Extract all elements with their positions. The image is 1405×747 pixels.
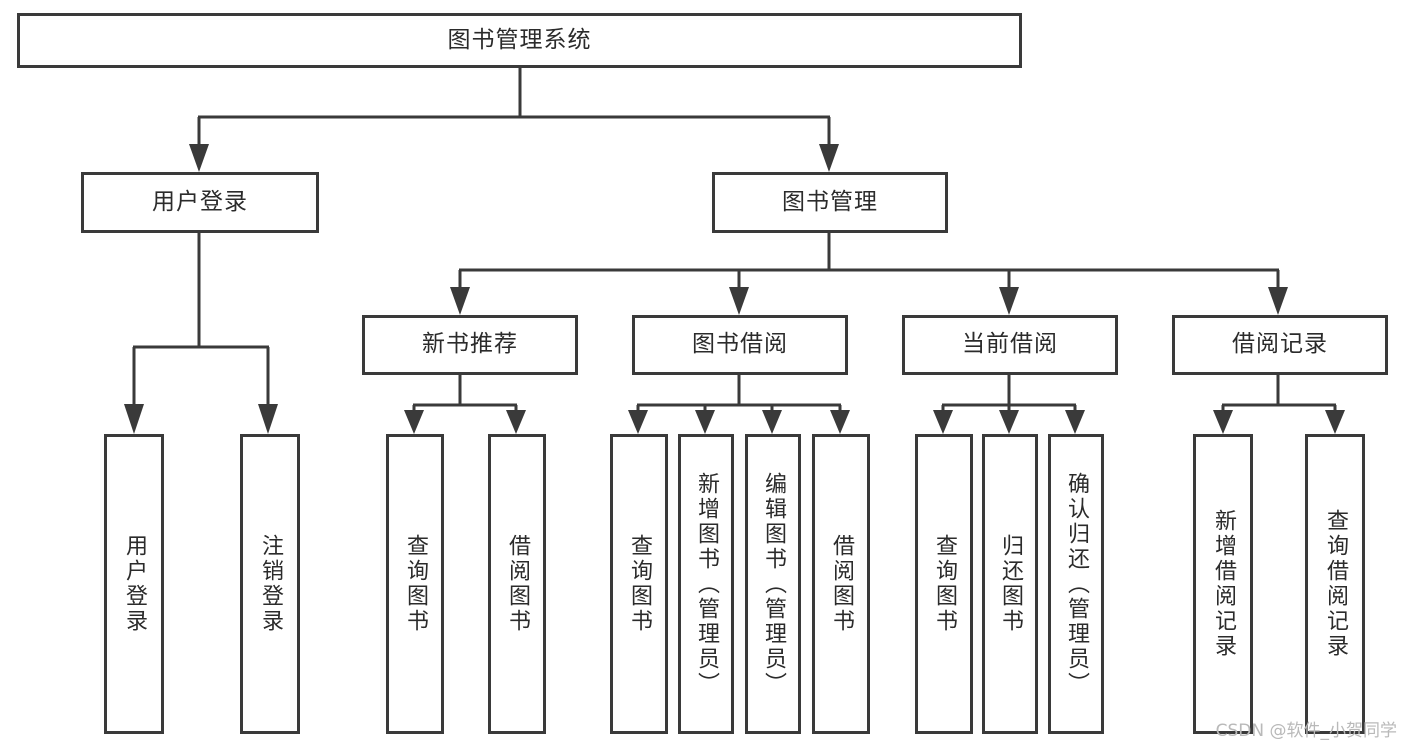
arrowhead-book-manage bbox=[819, 144, 839, 172]
arrowhead-book-borrow bbox=[729, 287, 749, 315]
node-leaf-user-login-label: 用户登录 bbox=[121, 534, 147, 634]
node-current-borrow[interactable]: 当前借阅 bbox=[902, 315, 1118, 375]
node-leaf-return-book[interactable]: 归还图书 bbox=[982, 434, 1038, 734]
node-current-borrow-label: 当前借阅 bbox=[962, 331, 1058, 358]
arrowhead-leaf-query-record bbox=[1325, 410, 1345, 434]
node-leaf-borrow-book-2[interactable]: 借阅图书 bbox=[812, 434, 870, 734]
node-book-manage[interactable]: 图书管理 bbox=[712, 172, 948, 233]
node-leaf-query-book-1[interactable]: 查询图书 bbox=[386, 434, 444, 734]
node-leaf-query-record-label: 查询借阅记录 bbox=[1322, 509, 1348, 659]
arrowhead-leaf-logout bbox=[258, 404, 278, 434]
node-leaf-logout-label: 注销登录 bbox=[257, 534, 283, 634]
node-leaf-query-record[interactable]: 查询借阅记录 bbox=[1305, 434, 1365, 734]
node-leaf-user-login[interactable]: 用户登录 bbox=[104, 434, 164, 734]
arrowhead-leaf-borrow-book-1 bbox=[506, 410, 526, 434]
node-leaf-add-book[interactable]: 新增图书（管理员） bbox=[678, 434, 734, 734]
arrowhead-leaf-borrow-book-2 bbox=[830, 410, 850, 434]
node-book-borrow[interactable]: 图书借阅 bbox=[632, 315, 848, 375]
node-root-label: 图书管理系统 bbox=[447, 26, 592, 53]
arrowhead-leaf-user-login bbox=[124, 404, 144, 434]
node-leaf-confirm-return-label: 确认归还（管理员） bbox=[1063, 471, 1089, 697]
node-leaf-add-record-label: 新增借阅记录 bbox=[1210, 509, 1236, 659]
node-leaf-borrow-book-1-label: 借阅图书 bbox=[504, 534, 530, 634]
node-book-borrow-label: 图书借阅 bbox=[692, 331, 788, 358]
node-leaf-borrow-book-2-label: 借阅图书 bbox=[828, 534, 854, 634]
node-new-book-rec-label: 新书推荐 bbox=[422, 331, 518, 358]
arrowhead-leaf-confirm-return bbox=[1065, 410, 1085, 434]
arrowhead-leaf-query-book-3 bbox=[933, 410, 953, 434]
node-new-book-rec[interactable]: 新书推荐 bbox=[362, 315, 578, 375]
node-book-manage-label: 图书管理 bbox=[782, 188, 878, 215]
node-leaf-edit-book[interactable]: 编辑图书（管理员） bbox=[745, 434, 801, 734]
node-root[interactable]: 图书管理系统 bbox=[17, 13, 1022, 68]
arrowhead-current-borrow bbox=[999, 287, 1019, 315]
arrowhead-leaf-return-book bbox=[999, 410, 1019, 434]
node-borrow-record[interactable]: 借阅记录 bbox=[1172, 315, 1388, 375]
node-leaf-query-book-2-label: 查询图书 bbox=[626, 534, 652, 634]
node-leaf-return-book-label: 归还图书 bbox=[997, 534, 1023, 634]
node-leaf-borrow-book-1[interactable]: 借阅图书 bbox=[488, 434, 546, 734]
arrowhead-new-book-rec bbox=[450, 287, 470, 315]
arrowhead-leaf-add-book bbox=[695, 410, 715, 434]
node-leaf-query-book-1-label: 查询图书 bbox=[402, 534, 428, 634]
arrowhead-leaf-query-book-1 bbox=[404, 410, 424, 434]
arrowhead-leaf-edit-book bbox=[762, 410, 782, 434]
node-borrow-record-label: 借阅记录 bbox=[1232, 331, 1328, 358]
node-leaf-logout[interactable]: 注销登录 bbox=[240, 434, 300, 734]
arrowhead-user-login bbox=[189, 144, 209, 172]
arrowhead-leaf-add-record bbox=[1213, 410, 1233, 434]
node-leaf-edit-book-label: 编辑图书（管理员） bbox=[760, 471, 786, 697]
node-leaf-add-record[interactable]: 新增借阅记录 bbox=[1193, 434, 1253, 734]
arrowhead-leaf-query-book-2 bbox=[628, 410, 648, 434]
node-leaf-confirm-return[interactable]: 确认归还（管理员） bbox=[1048, 434, 1104, 734]
arrowhead-borrow-record bbox=[1268, 287, 1288, 315]
node-leaf-query-book-3-label: 查询图书 bbox=[931, 534, 957, 634]
node-user-login-label: 用户登录 bbox=[152, 188, 248, 215]
node-leaf-add-book-label: 新增图书（管理员） bbox=[693, 471, 719, 697]
node-user-login[interactable]: 用户登录 bbox=[81, 172, 319, 233]
node-leaf-query-book-3[interactable]: 查询图书 bbox=[915, 434, 973, 734]
node-leaf-query-book-2[interactable]: 查询图书 bbox=[610, 434, 668, 734]
watermark: CSDN @软件_小贺同学 bbox=[1215, 721, 1397, 741]
